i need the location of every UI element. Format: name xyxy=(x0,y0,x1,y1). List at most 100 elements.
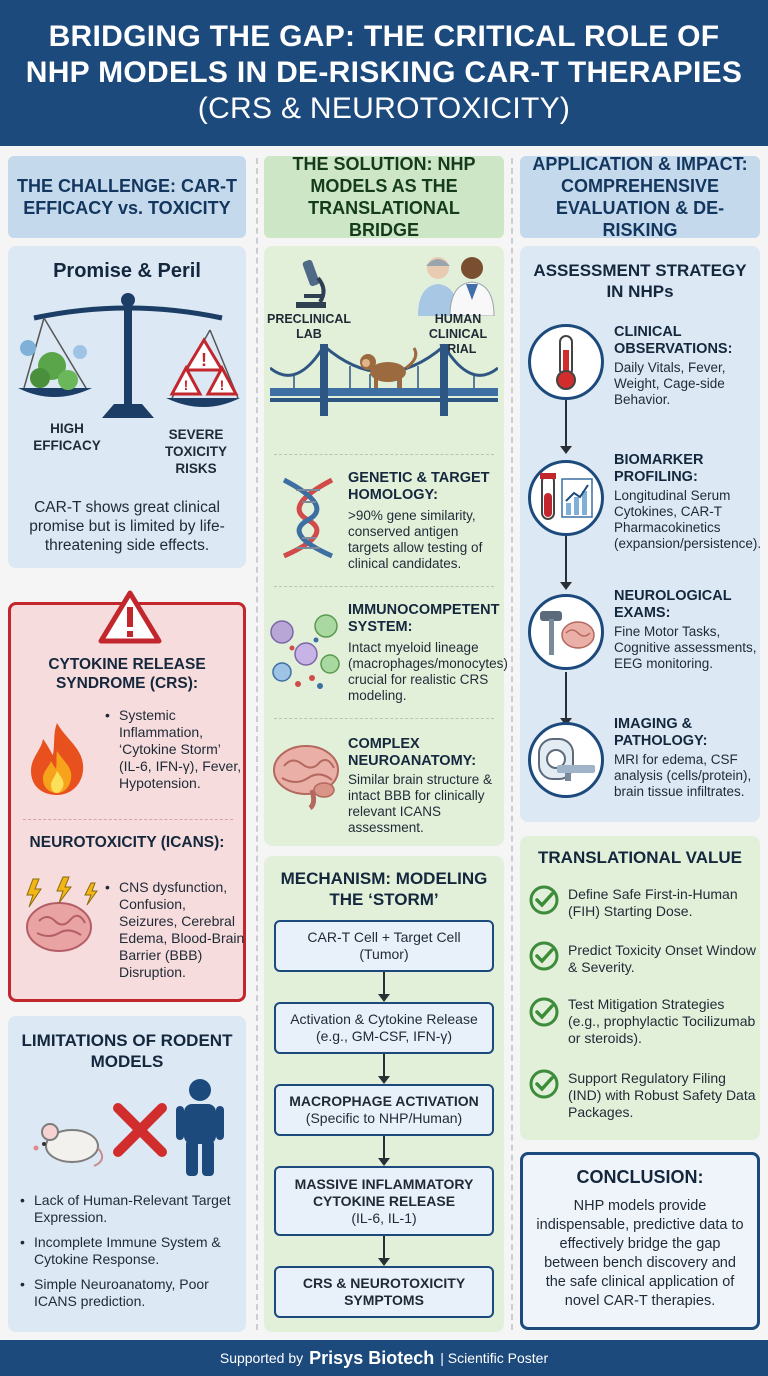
blood-tube-chart-icon xyxy=(528,460,604,536)
poster-header: BRIDGING THE GAP: THE CRITICAL ROLE OF N… xyxy=(0,0,768,146)
homology-text: >90% gene similarity, conserved antigen … xyxy=(348,508,483,571)
translational-item: Test Mitigation Strategies (e.g., prophy… xyxy=(568,996,756,1046)
assessment-item-title: NEUROLOGICAL EXAMS: xyxy=(614,588,732,621)
preclinical-lab-label: PRECLINICAL LAB xyxy=(266,312,352,341)
svg-text:!: ! xyxy=(220,377,225,393)
title-sub: (CRS & NEUROTOXICITY) xyxy=(197,92,571,125)
crs-title: CYTOKINE RELEASE SYNDROME (CRS): xyxy=(48,656,206,692)
promise-peril-title: Promise & Peril xyxy=(53,260,201,282)
flow-step: CAR-T Cell + Target Cell (Tumor) xyxy=(274,920,494,972)
conclusion-text: NHP models provide indispensable, predic… xyxy=(536,1198,744,1309)
immunocompetent-text: Intact myeloid lineage (macrophages/mono… xyxy=(348,640,508,703)
human-trial-label: HUMAN CLINICAL TRIAL xyxy=(428,312,488,356)
divider xyxy=(274,718,494,719)
homology-title: GENETIC & TARGET HOMOLOGY: xyxy=(348,470,490,503)
flow-step: Activation & Cytokine Release (e.g., GM-… xyxy=(274,1002,494,1054)
neuroanatomy-title: COMPLEX NEUROANATOMY: xyxy=(348,736,477,769)
title-main: BRIDGING THE GAP: THE CRITICAL ROLE OF N… xyxy=(25,20,743,89)
translational-item: Predict Toxicity Onset Window & Severity… xyxy=(568,942,757,975)
balance-scale-icon: ! ! ! xyxy=(18,293,240,418)
rodent-limitation-item: Lack of Human-Relevant Target Expression… xyxy=(20,1192,242,1226)
flow-arrow xyxy=(378,1236,390,1266)
translational-title: TRANSLATIONAL VALUE xyxy=(538,848,742,867)
footer-brand: Prisys Biotech xyxy=(309,1347,435,1368)
flow-step: CRS & NEUROTOXICITY SYMPTOMS xyxy=(274,1266,494,1318)
warning-icon xyxy=(98,590,162,644)
crs-bullet: Systemic Inflammation, ‘Cytokine Storm’ … xyxy=(105,707,243,792)
assessment-item-text: Fine Motor Tasks, Cognitive assessments,… xyxy=(614,624,757,671)
flow-step-text: (Specific to NHP/Human) xyxy=(305,1110,463,1126)
assessment-item-text: Daily Vitals, Fever, Weight, Cage-side B… xyxy=(614,360,726,407)
rodent-limitations-card: LIMITATIONS OF RODENT MODELS Lack of Hum… xyxy=(8,1016,246,1332)
rodent-limitations-title: LIMITATIONS OF RODENT MODELS xyxy=(21,1031,233,1071)
mouse-icon xyxy=(33,1123,104,1167)
doctor-patient-icon xyxy=(418,257,495,316)
column-divider xyxy=(511,158,513,1330)
flow-step-title: MACROPHAGE ACTIVATION xyxy=(289,1093,479,1109)
flow-step-text: CAR-T Cell + Target Cell (Tumor) xyxy=(307,929,461,962)
column-divider xyxy=(256,158,258,1330)
brain-lightning-icon xyxy=(26,876,98,952)
footer-suffix: | Scientific Poster xyxy=(440,1350,549,1366)
promise-peril-text: CAR-T shows great clinical promise but i… xyxy=(29,499,225,554)
human-figure-icon xyxy=(176,1079,224,1176)
flow-arrow xyxy=(560,672,572,726)
divider xyxy=(23,819,233,820)
challenge-heading: THE CHALLENGE: CAR-T EFFICACY vs. TOXICI… xyxy=(8,156,246,238)
brain-icon xyxy=(273,745,339,810)
conclusion-title: CONCLUSION: xyxy=(576,1167,704,1187)
mechanism-title: MECHANISM: MODELING THE ‘STORM’ xyxy=(280,869,488,909)
toxicity-card: CYTOKINE RELEASE SYNDROME (CRS): Systemi… xyxy=(8,590,246,1002)
assessment-item-title: BIOMARKER PROFILING: xyxy=(614,452,704,485)
flow-step-text: Activation & Cytokine Release (e.g., GM-… xyxy=(290,1011,478,1044)
check-circle-icon xyxy=(529,997,559,1027)
assessment-title: ASSESSMENT STRATEGY IN NHPs xyxy=(533,261,747,301)
solution-heading: THE SOLUTION: NHP MODELS AS THE TRANSLAT… xyxy=(264,154,504,240)
promise-peril-card: Promise & Peril ! ! ! HIGH EFFICACY SEVE… xyxy=(8,246,246,568)
immune-cells-icon xyxy=(270,614,340,689)
reflex-hammer-brain-icon xyxy=(528,594,604,670)
flow-step-text: (IL-6, IL-1) xyxy=(351,1209,417,1226)
bridge-monkey-illustration xyxy=(270,343,498,416)
flow-step: MASSIVE INFLAMMATORY CYTOKINE RELEASE (I… xyxy=(274,1166,494,1236)
footer-prefix: Supported by xyxy=(219,1350,304,1366)
thermometer-icon xyxy=(528,324,604,400)
assessment-item-title: IMAGING & PATHOLOGY: xyxy=(614,716,708,749)
icans-bullets: CNS dysfunction, Confusion, Seizures, Ce… xyxy=(105,879,245,983)
check-circle-icon xyxy=(529,1069,559,1099)
divider xyxy=(274,454,494,455)
application-heading: APPLICATION & IMPACT: COMPREHENSIVE EVAL… xyxy=(520,154,760,240)
divider xyxy=(274,586,494,587)
assessment-item-text: Longitudinal Serum Cytokines, CAR-T Phar… xyxy=(614,488,762,551)
flow-step: MACROPHAGE ACTIVATION (Specific to NHP/H… xyxy=(274,1084,494,1136)
flow-arrow xyxy=(378,1054,390,1084)
flow-arrow xyxy=(560,400,572,454)
flow-step-title: MASSIVE INFLAMMATORY CYTOKINE RELEASE xyxy=(294,1175,474,1209)
flow-arrow xyxy=(560,536,572,590)
rodent-limitations-list: Lack of Human-Relevant Target Expression… xyxy=(20,1192,242,1312)
crs-bullets: Systemic Inflammation, ‘Cytokine Storm’ … xyxy=(105,707,243,794)
mri-scanner-icon xyxy=(528,722,604,798)
solution-card: PRECLINICAL LAB HUMAN CLINICAL TRIAL GEN… xyxy=(264,246,508,846)
svg-text:!: ! xyxy=(201,350,207,370)
icans-bullet: CNS dysfunction, Confusion, Seizures, Ce… xyxy=(105,879,245,981)
rodent-limitation-item: Incomplete Immune System & Cytokine Resp… xyxy=(20,1234,242,1268)
translational-card: TRANSLATIONAL VALUE xyxy=(520,836,760,1140)
flow-step-title: CRS & NEUROTOXICITY SYMPTOMS xyxy=(302,1275,466,1308)
neuroanatomy-text: Similar brain structure & intact BBB for… xyxy=(348,772,493,835)
assessment-item-title: CLINICAL OBSERVATIONS: xyxy=(614,324,733,357)
assessment-item-text: MRI for edema, CSF analysis (cells/prote… xyxy=(614,752,752,799)
cross-icon xyxy=(113,1103,167,1157)
translational-item: Define Safe First-in-Human (FIH) Startin… xyxy=(568,886,738,919)
rodent-limitation-item: Simple Neuroanatomy, Poor ICANS predicti… xyxy=(20,1276,242,1310)
svg-text:!: ! xyxy=(184,377,189,393)
fire-icon xyxy=(31,723,84,795)
translational-item: Support Regulatory Filing (IND) with Rob… xyxy=(568,1070,756,1120)
immunocompetent-title: IMMUNOCOMPETENT SYSTEM: xyxy=(348,602,500,635)
flow-arrow xyxy=(378,1136,390,1166)
check-circle-icon xyxy=(529,885,559,915)
conclusion-card: CONCLUSION: NHP models provide indispens… xyxy=(520,1152,760,1330)
footer: Supported by Prisys Biotech | Scientific… xyxy=(0,1340,768,1376)
check-circle-icon xyxy=(529,941,559,971)
microscope-icon xyxy=(296,259,326,308)
